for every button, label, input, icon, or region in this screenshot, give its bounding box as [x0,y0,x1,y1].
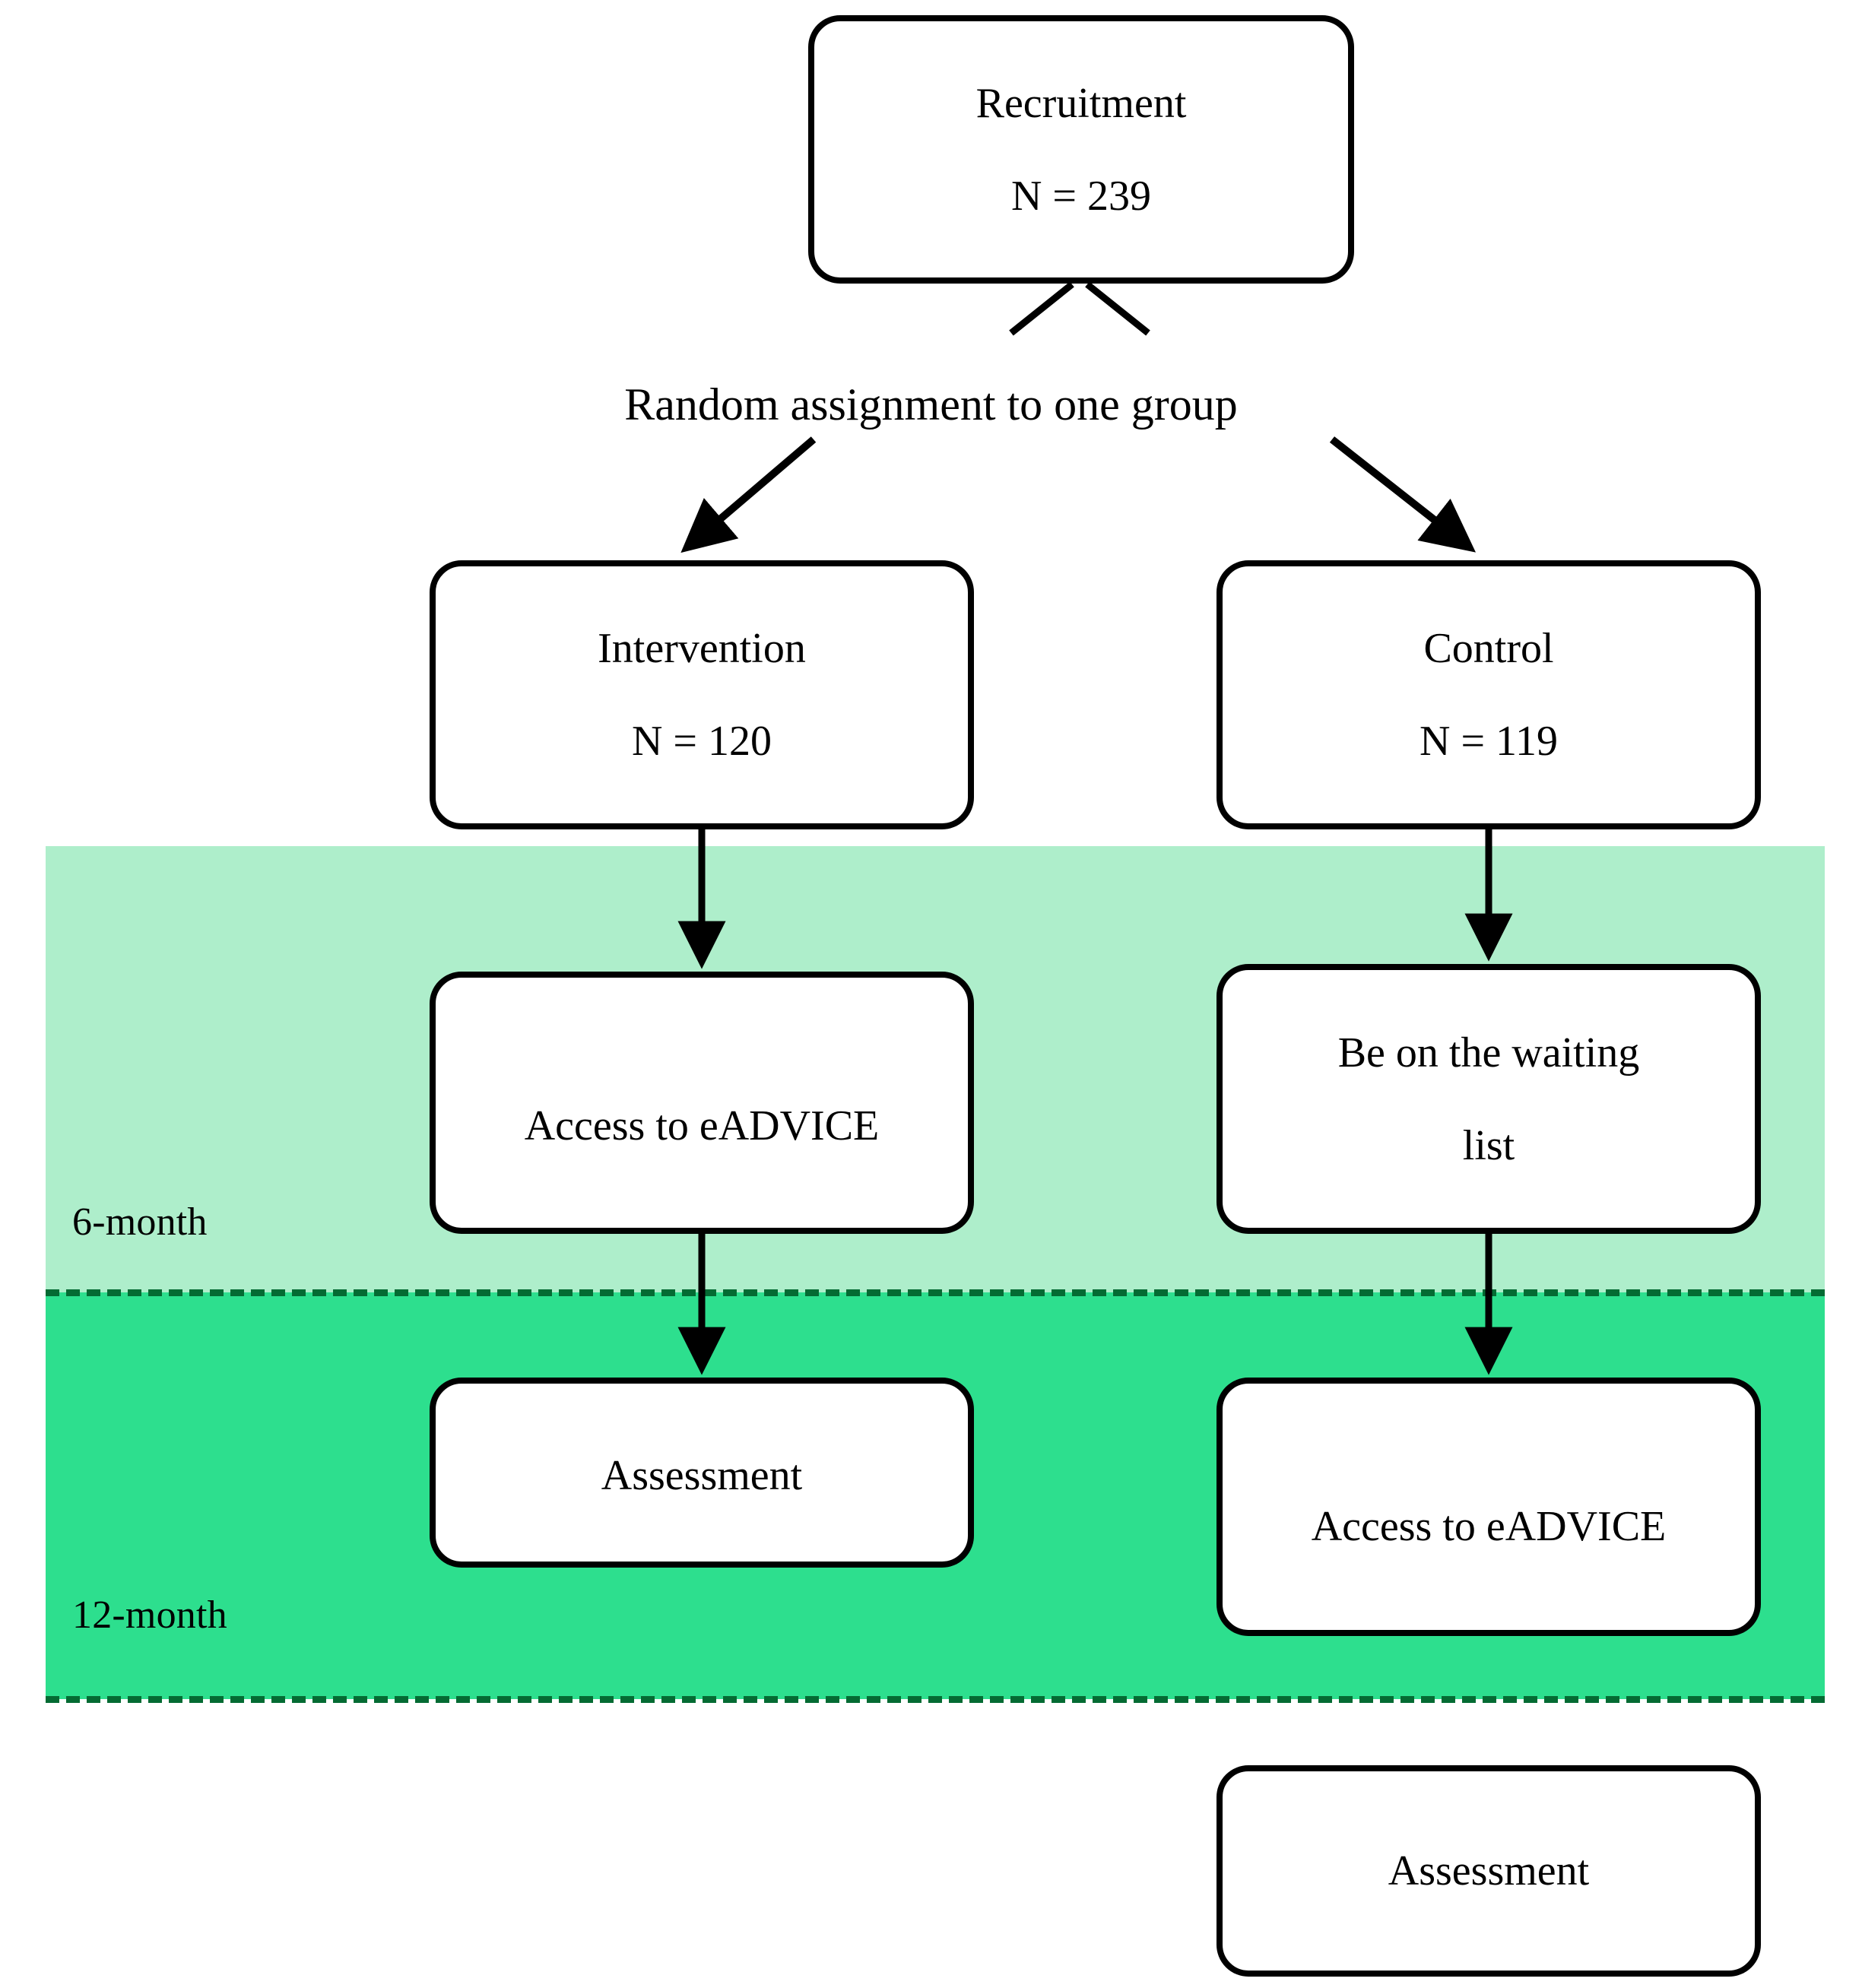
node-access-to-eadvice-intervention-title: Access to eADVICE [524,1102,880,1149]
node-assessment-control[interactable]: Assessment [1216,1765,1761,1977]
connector-recruitment-to-intervention-stub [1009,281,1074,336]
divider-6-to-12-month [46,1289,1825,1296]
connector-recruitment-to-control-stub [1085,281,1150,336]
node-assessment-intervention[interactable]: Assessment [430,1378,974,1568]
band-label-6-month: 6-month [72,1200,208,1244]
node-control-title: Control [1423,625,1554,672]
divider-12-month-end [46,1696,1825,1703]
node-intervention-count: N = 120 [631,718,772,765]
connector-to-control [1329,436,1477,553]
node-intervention[interactable]: Intervention N = 120 [430,560,974,829]
node-waiting-list-line1: Be on the waiting [1337,1029,1640,1076]
node-access-to-eadvice-control-title: Access to eADVICE [1311,1503,1667,1550]
node-control[interactable]: Control N = 119 [1216,560,1761,829]
node-access-to-eadvice-control[interactable]: Access to eADVICE [1216,1378,1761,1636]
node-intervention-title: Intervention [598,625,806,672]
node-access-to-eadvice-intervention[interactable]: Access to eADVICE [430,972,974,1234]
node-recruitment-title: Recruitment [975,79,1187,127]
node-waiting-list[interactable]: Be on the waiting list [1216,964,1761,1234]
node-recruitment-count: N = 239 [1010,172,1152,220]
random-assignment-label: Random assignment to one group [624,379,1238,430]
band-label-12-month: 12-month [72,1593,227,1637]
node-recruitment[interactable]: Recruitment N = 239 [808,15,1354,284]
node-assessment-intervention-title: Assessment [601,1452,803,1499]
connector-to-intervention [680,436,817,553]
node-waiting-list-line2: list [1462,1121,1515,1169]
node-assessment-control-title: Assessment [1388,1847,1590,1894]
node-control-count: N = 119 [1419,718,1558,765]
